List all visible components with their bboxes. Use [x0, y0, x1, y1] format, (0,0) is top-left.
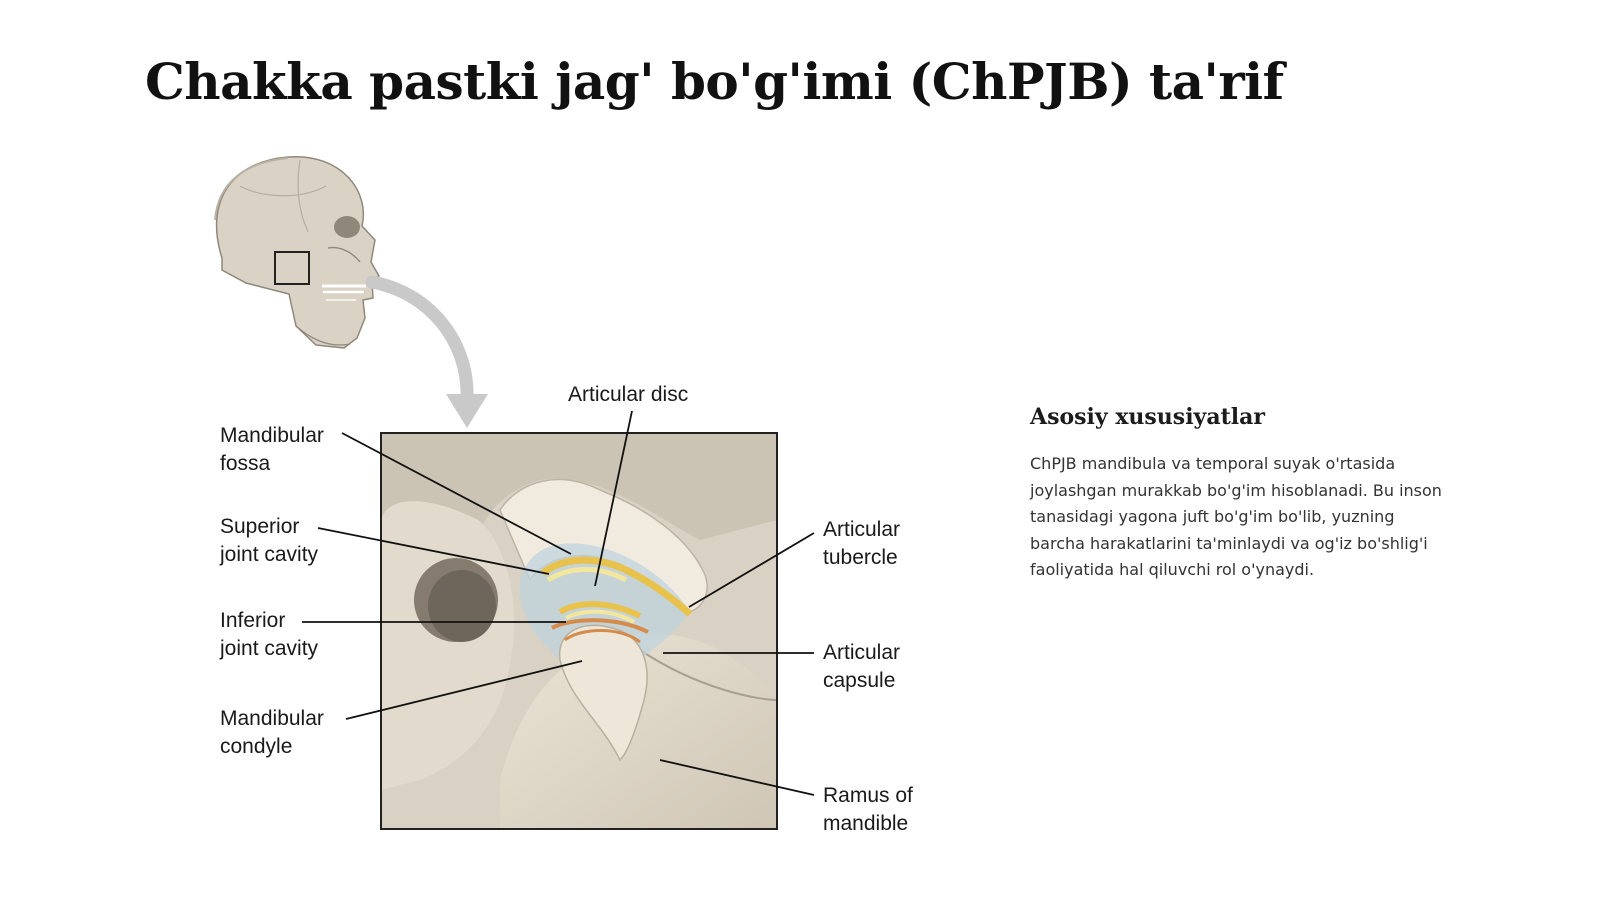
label-mandibular-fossa: Mandibular fossa [220, 424, 330, 475]
label-superior-joint-cavity: Superior joint cavity [219, 515, 319, 566]
joint-closeup [380, 432, 778, 830]
zoom-arrow [365, 275, 488, 428]
label-articular-tubercle: Articular tubercle [823, 518, 906, 569]
label-inferior-joint-cavity: Inferior joint cavity [219, 609, 319, 660]
skull-illustration [214, 156, 380, 349]
section-heading: Asosiy xususiyatlar [1030, 404, 1265, 430]
leader-lines [302, 410, 815, 796]
label-mandibular-condyle: Mandibular condyle [220, 707, 330, 758]
label-articular-capsule: Articular capsule [823, 641, 906, 692]
label-ramus-of-mandible: Ramus of mandible [823, 784, 919, 835]
label-articular-disc: Articular disc [568, 383, 688, 406]
tmj-anatomy-figure: Articular disc Mandibular fossa Superior… [214, 156, 919, 835]
slide-title: Chakka pastki jag' bo'g'imi (ChPJB) ta'r… [145, 52, 1284, 111]
section-body-text: ChPJB mandibula va temporal suyak o'rtas… [1030, 454, 1442, 579]
